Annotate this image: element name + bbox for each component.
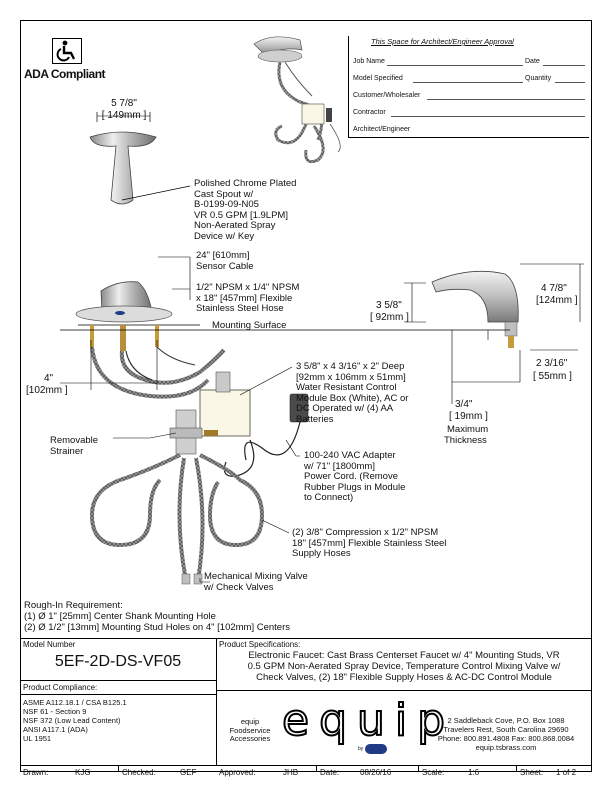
checked-label: Checked: <box>122 768 156 777</box>
sensor-cable-callout: 24" [610mm]Sensor Cable <box>196 250 254 272</box>
reach-dim: 2 3/16" <box>536 358 568 369</box>
ts-brass-badge <box>365 744 387 754</box>
mounting-surface-label: Mounting Surface <box>212 320 287 331</box>
supply-hoses <box>89 453 265 585</box>
centers-mm: [102mm ] <box>26 385 68 396</box>
sheet-value: 1 of 2 <box>556 768 577 777</box>
spec-line-3: Check Valves, (2) 18" Flexible Supply Ho… <box>256 672 552 683</box>
spec-line-2: 0.5 GPM Non-Aerated Spray Device, Temper… <box>247 661 561 672</box>
spec-label: Product Specifications: <box>219 640 301 649</box>
approval-box: This Space for Architect/Engineer Approv… <box>348 36 589 138</box>
model-number: 5EF-2D-DS-VF05 <box>54 653 182 670</box>
drawn-value: KJG <box>75 768 91 777</box>
scale-label: Scale: <box>422 768 445 777</box>
customer-label: Customer/Wholesaler <box>353 92 421 99</box>
date-label-tb: Date: <box>320 768 340 777</box>
thickness-label-2: Thickness <box>444 435 487 446</box>
rough-in-line1: (1) Ø 1" [25mm] Center Shank Mounting Ho… <box>24 611 216 622</box>
thickness-dim: 3/4" <box>455 399 473 410</box>
height-spout-mm: [ 92mm ] <box>370 312 409 323</box>
model-number-label: Model Number <box>23 640 76 649</box>
compliance-label: Product Compliance: <box>23 683 98 692</box>
centers-dim: 4" <box>44 373 54 384</box>
logo-by: by <box>358 746 364 752</box>
drawn-label: Drawn: <box>23 768 49 777</box>
thickness-mm: [ 19mm ] <box>449 411 488 422</box>
spec-line-1: Electronic Faucet: Cast Brass Centerset … <box>248 650 560 661</box>
faucet-side-view <box>404 263 584 404</box>
job-name-label: Job Name <box>353 58 385 65</box>
height-spout-dim: 3 5/8" <box>376 300 402 311</box>
rough-in-line2: (2) Ø 1/2" [13mm] Mounting Stud Holes on… <box>24 622 290 633</box>
isometric-assembly <box>253 36 341 164</box>
leader-lines <box>113 256 300 583</box>
approved-label: Approved: <box>219 768 256 777</box>
model-specified-label: Model Specified <box>353 75 403 82</box>
rough-in-title: Rough-In Requirement: <box>24 600 123 611</box>
approved-value: JHB <box>283 768 299 777</box>
date-value: 08/26/16 <box>360 768 392 777</box>
date-label: Date <box>525 58 540 65</box>
faucet-main-view <box>75 281 226 399</box>
height-total-dim: 4 7/8" <box>541 283 567 294</box>
drawing-frame <box>20 20 592 772</box>
equip-logo: equip <box>281 695 456 747</box>
checked-value: GEF <box>180 768 197 777</box>
scale-value: 1:6 <box>468 768 480 777</box>
height-total-mm: [124mm ] <box>536 295 578 306</box>
ada-label: ADA Compliant <box>24 67 106 81</box>
spout-width-mm: [ 149mm ] <box>101 110 147 121</box>
architect-label: Architect/Engineer <box>353 126 411 133</box>
spout-front-view <box>89 112 191 205</box>
accessibility-icon <box>52 38 82 64</box>
spout-width-dim: 5 7/8" <box>111 98 137 109</box>
quantity-label: Quantity <box>525 75 552 82</box>
control-module-assembly <box>169 371 309 477</box>
control-module-callout: 3 5/8" x 4 3/16" x 2" Deep[92mm x 106mm … <box>296 361 409 425</box>
reach-mm: [ 55mm ] <box>533 371 572 382</box>
sheet-label: Sheet: <box>520 768 544 777</box>
thickness-label-1: Maximum <box>447 424 489 435</box>
contractor-label: Contractor <box>353 109 386 116</box>
approval-title: This Space for Architect/Engineer Approv… <box>371 37 514 46</box>
